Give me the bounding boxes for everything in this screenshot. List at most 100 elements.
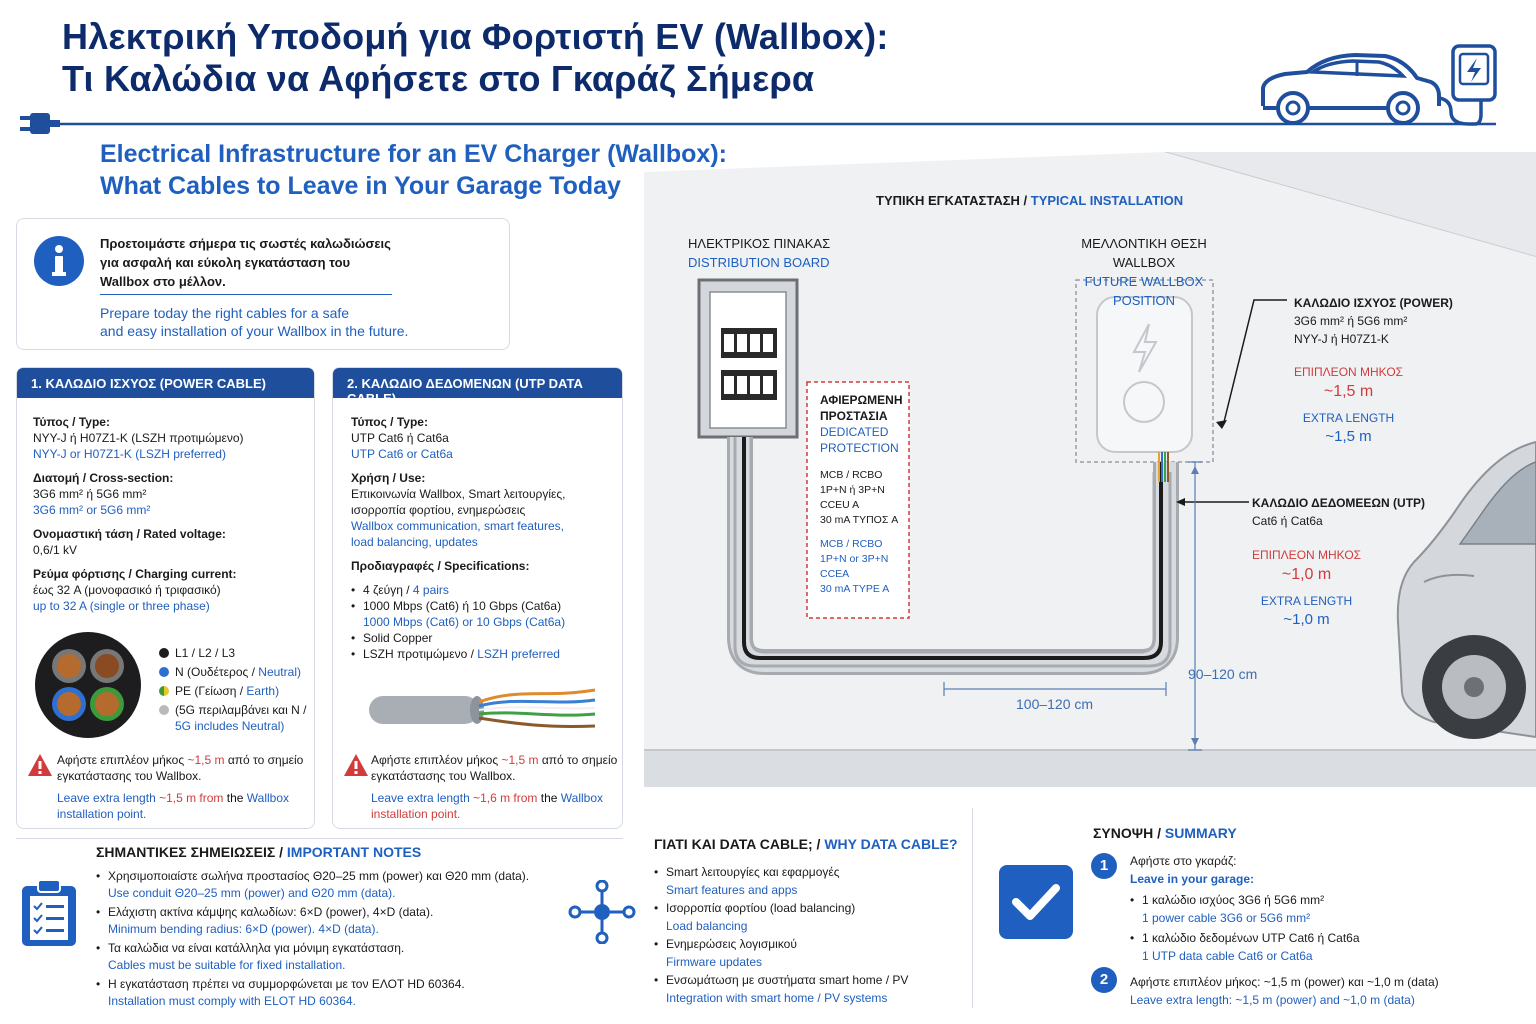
why-title-english: WHY DATA CABLE? — [824, 836, 958, 852]
notes-title: ΣΗΜΑΝΤΙΚΕΣ ΣΗΜΕΙΩΣΕΙΣ / IMPORTANT NOTES — [96, 844, 421, 860]
intro-english: Prepare today the right cables for a saf… — [100, 304, 408, 340]
data-use-greek-2: ισορροπία φορτίου, ενημερώσεις — [351, 503, 526, 517]
why-item: Smart λειτουργίες και εφαρμογές Smart fe… — [654, 864, 964, 899]
power-warn-gr-d: εγκατάστασης του Wallbox. — [57, 769, 202, 783]
prot-english-3: MCB / RCBO — [820, 538, 883, 550]
board-label-english: DISTRIBUTION BOARD — [688, 255, 830, 270]
wallbox-label: ΜΕΛΛΟΝΤΙΚΗ ΘΕΣΗ WALLBOX FUTURE WALLBOX P… — [1052, 234, 1236, 310]
neutral-dot — [159, 667, 169, 677]
why-item: Ενημερώσεις λογισμικού Firmware updates — [654, 936, 964, 971]
subtitle-english: Electrical Infrastructure for an EV Char… — [100, 138, 727, 202]
prot-greek-1: ΑΦΙΕΡΩΜΕΝΗ — [820, 393, 903, 407]
cable-cross-section-icon — [35, 632, 141, 738]
prot-greek-6: 30 mA ΤΥΠΟΣ A — [820, 514, 899, 526]
notes-divider — [16, 838, 623, 839]
board-label: ΗΛΕΚΤΡΙΚΟΣ ΠΙΝΑΚΑΣ DISTRIBUTION BOARD — [688, 234, 830, 272]
height-dimension-label: 90–120 cm — [1188, 666, 1258, 682]
why-item: Ισορροπία φορτίου (load balancing) Load … — [654, 900, 964, 935]
legend-neutral-english: Neutral) — [258, 665, 301, 679]
summary-divider — [972, 808, 973, 1008]
data-spec-item: Solid Copper — [351, 630, 617, 646]
warning-icon — [28, 754, 52, 776]
spec-3: Solid Copper — [363, 631, 433, 645]
diagram-heading-greek: ΤΥΠΙΚΗ ΕΓΚΑΤΑΣΤΑΣΗ / — [876, 193, 1031, 208]
protection-box-text: ΑΦΙΕΡΩΜΕΝΗ ΠΡΟΣΤΑΣΙΑ DEDICATED PROTECTIO… — [820, 392, 916, 597]
power-current-english: up to 32 A (single or three phase) — [33, 599, 210, 613]
breaker-row-1 — [721, 328, 777, 358]
data-use-english-1: Wallbox communication, smart features, — [351, 519, 564, 533]
title-greek-line-1: Ηλεκτρική Υποδομή για Φορτιστή EV (Wallb… — [62, 16, 889, 57]
why-item: Ενσωμάτωση με συστήματα smart home / PV … — [654, 972, 964, 1007]
data-extra-greek: ΕΠΙΠΛΕΟΝ ΜΗΚΟΣ — [1252, 548, 1362, 562]
checkmark-icon — [999, 865, 1073, 939]
note-greek: Χρησιμοποιαίστε σωλήνα προστασίος Θ20–25… — [108, 869, 530, 883]
spec-2-greek: 1000 Mbps (Cat6) ή 10 Gbps (Cat6a) — [363, 599, 562, 613]
ev-car-charger-icon — [1261, 44, 1497, 126]
installation-diagram — [644, 152, 1536, 787]
5g-dot — [159, 705, 169, 715]
intro-greek-1: Προετοιμάστε σήμερα τις σωστές καλωδιώσε… — [100, 236, 391, 251]
data-spec-label: Προδιαγραφές / Specifications: — [351, 559, 530, 573]
note-greek: Ελάχιστη ακτίνα κάμψης καλωδίων: 6×D (po… — [108, 905, 434, 919]
intro-card: Προετοιμάστε σήμερα τις σωστές καλωδιώσε… — [16, 218, 510, 350]
conductor-legend: L1 / L2 / L3 N (Ουδέτερος / Neutral) PE … — [159, 645, 315, 734]
why-english: Integration with smart home / PV systems — [666, 990, 888, 1005]
legend-phase: L1 / L2 / L3 — [159, 645, 315, 661]
data-spec-item: LSZH προτιμώμενο / LSZH preferred — [351, 646, 617, 662]
summary-step-2: Αφήστε επιπλέον μήκος: ~1,5 m (power) κα… — [1130, 974, 1530, 1009]
why-english: Firmware updates — [666, 954, 763, 969]
power-type-label: Τύπος / Type: — [33, 415, 110, 429]
note-english: Minimum bending radius: 6×D (power). 4×D… — [108, 922, 379, 936]
power-extra-english: EXTRA LENGTH — [1302, 411, 1395, 425]
why-greek: Ενημερώσεις λογισμικού — [666, 937, 797, 951]
spec-2-english: 1000 Mbps (Cat6) or 10 Gbps (Cat6a) — [363, 615, 566, 629]
step-1-greek: Αφήστε στο γκαράζ: — [1130, 854, 1237, 868]
spec-4-greek: LSZH προτιμώμενο / — [363, 647, 478, 661]
data-warn-en-b: ~1,6 m from — [473, 791, 538, 805]
data-warn-gr-d: εγκατάστασης του Wallbox. — [371, 769, 516, 783]
prot-english-1: DEDICATED — [820, 425, 889, 439]
plug-icon — [20, 113, 60, 134]
data-type-english: UTP Cat6 or Cat6a — [351, 447, 453, 461]
note-item: Ελάχιστη ακτίνα κάμψης καλωδίων: 6×D (po… — [96, 904, 616, 938]
power-warn-en-d: Wallbox — [246, 791, 290, 805]
data-spec-item: 4 ζεύγη / 4 pairs — [351, 582, 617, 598]
summary-title-english: SUMMARY — [1164, 825, 1237, 841]
data-spec-item: 1000 Mbps (Cat6) ή 10 Gbps (Cat6a) 1000 M… — [351, 598, 617, 630]
diagram-heading: ΤΥΠΙΚΗ ΕΓΚΑΤΑΣΤΑΣΗ / TYPICAL INSTALLATIO… — [876, 192, 1183, 209]
step-1-bullet: 1 καλώδιο ισχύος 3G6 ή 5G6 mm² 1 power c… — [1130, 892, 1520, 927]
info-icon — [34, 236, 84, 286]
note-english: Use conduit Θ20–25 mm (power) and Θ20 mm… — [108, 886, 396, 900]
spec-1-greek: 4 ζεύγη / — [363, 583, 413, 597]
prot-english-5: CCEA — [820, 568, 850, 580]
intro-greek-3: Wallbox στο μέλλον. — [100, 274, 226, 289]
power-warn-gr-b: ~1,5 m — [187, 753, 225, 767]
data-card-header: 2. ΚΑΛΩΔΙΟ ΔΕΔΟΜΕΝΩΝ (UTP DATA CABLE) — [333, 368, 622, 406]
step-2-badge: 2 — [1091, 967, 1117, 993]
data-warning-text: Αφήστε επιπλέον μήκος ~1,5 m από το σημε… — [371, 752, 621, 822]
title-greek-line-2: Τι Καλώδια να Αφήσετε στο Γκαράζ Σήμερα — [62, 58, 815, 99]
note-greek: Η εγκατάσταση πρέπει να συμμορφώνεται με… — [108, 977, 465, 991]
spec-4-english: LSZH preferred — [477, 647, 560, 661]
network-icon — [568, 880, 636, 944]
power-cs-greek: 3G6 mm² ή 5G6 mm² — [33, 487, 147, 501]
notes-title-greek: ΣΗΜΑΝΤΙΚΕΣ ΣΗΜΕΙΩΣΕΙΣ / — [96, 844, 287, 860]
data-extra-english: EXTRA LENGTH — [1260, 594, 1353, 608]
data-cable-callout: ΚΑΛΩΔΙΟ ΔΕΔΟΜΕΕΩΝ (UTP) Cat6 ή Cat6a — [1252, 494, 1425, 530]
power-cs-english: 3G6 mm² or 5G6 mm² — [33, 503, 151, 517]
data-type-greek: UTP Cat6 ή Cat6a — [351, 431, 449, 445]
title-english-line-2: What Cables to Leave in Your Garage Toda… — [100, 172, 621, 200]
power-type-greek: NYY-J ή H07Z1-K (LSZH προτιμώμενο) — [33, 431, 244, 445]
power-current-label: Ρεύμα φόρτισης / Charging current: — [33, 567, 237, 581]
power-extra-greek-value: ~1,5 m — [1323, 383, 1374, 400]
note-item: Χρησιμοποιαίστε σωλήνα προστασίος Θ20–25… — [96, 868, 616, 902]
why-greek: Ισορροπία φορτίου (load balancing) — [666, 901, 856, 915]
prot-greek-3: MCB / RCBO — [820, 469, 883, 481]
power-cable-card: 1. ΚΑΛΩΔΙΟ ΙΣΧΥΟΣ (POWER CABLE) Τύπος / … — [16, 367, 315, 829]
distance-dimension-label: 100–120 cm — [1016, 696, 1094, 712]
why-english: Smart features and apps — [666, 882, 798, 897]
data-callout-spec: Cat6 ή Cat6a — [1252, 514, 1323, 528]
power-volt-label: Ονομαστική τάση / Rated voltage: — [33, 527, 226, 541]
prot-english-6: 30 mA TYPE A — [820, 583, 890, 595]
step-1-b1-english: 1 power cable 3G6 or 5G6 mm² — [1142, 910, 1311, 925]
